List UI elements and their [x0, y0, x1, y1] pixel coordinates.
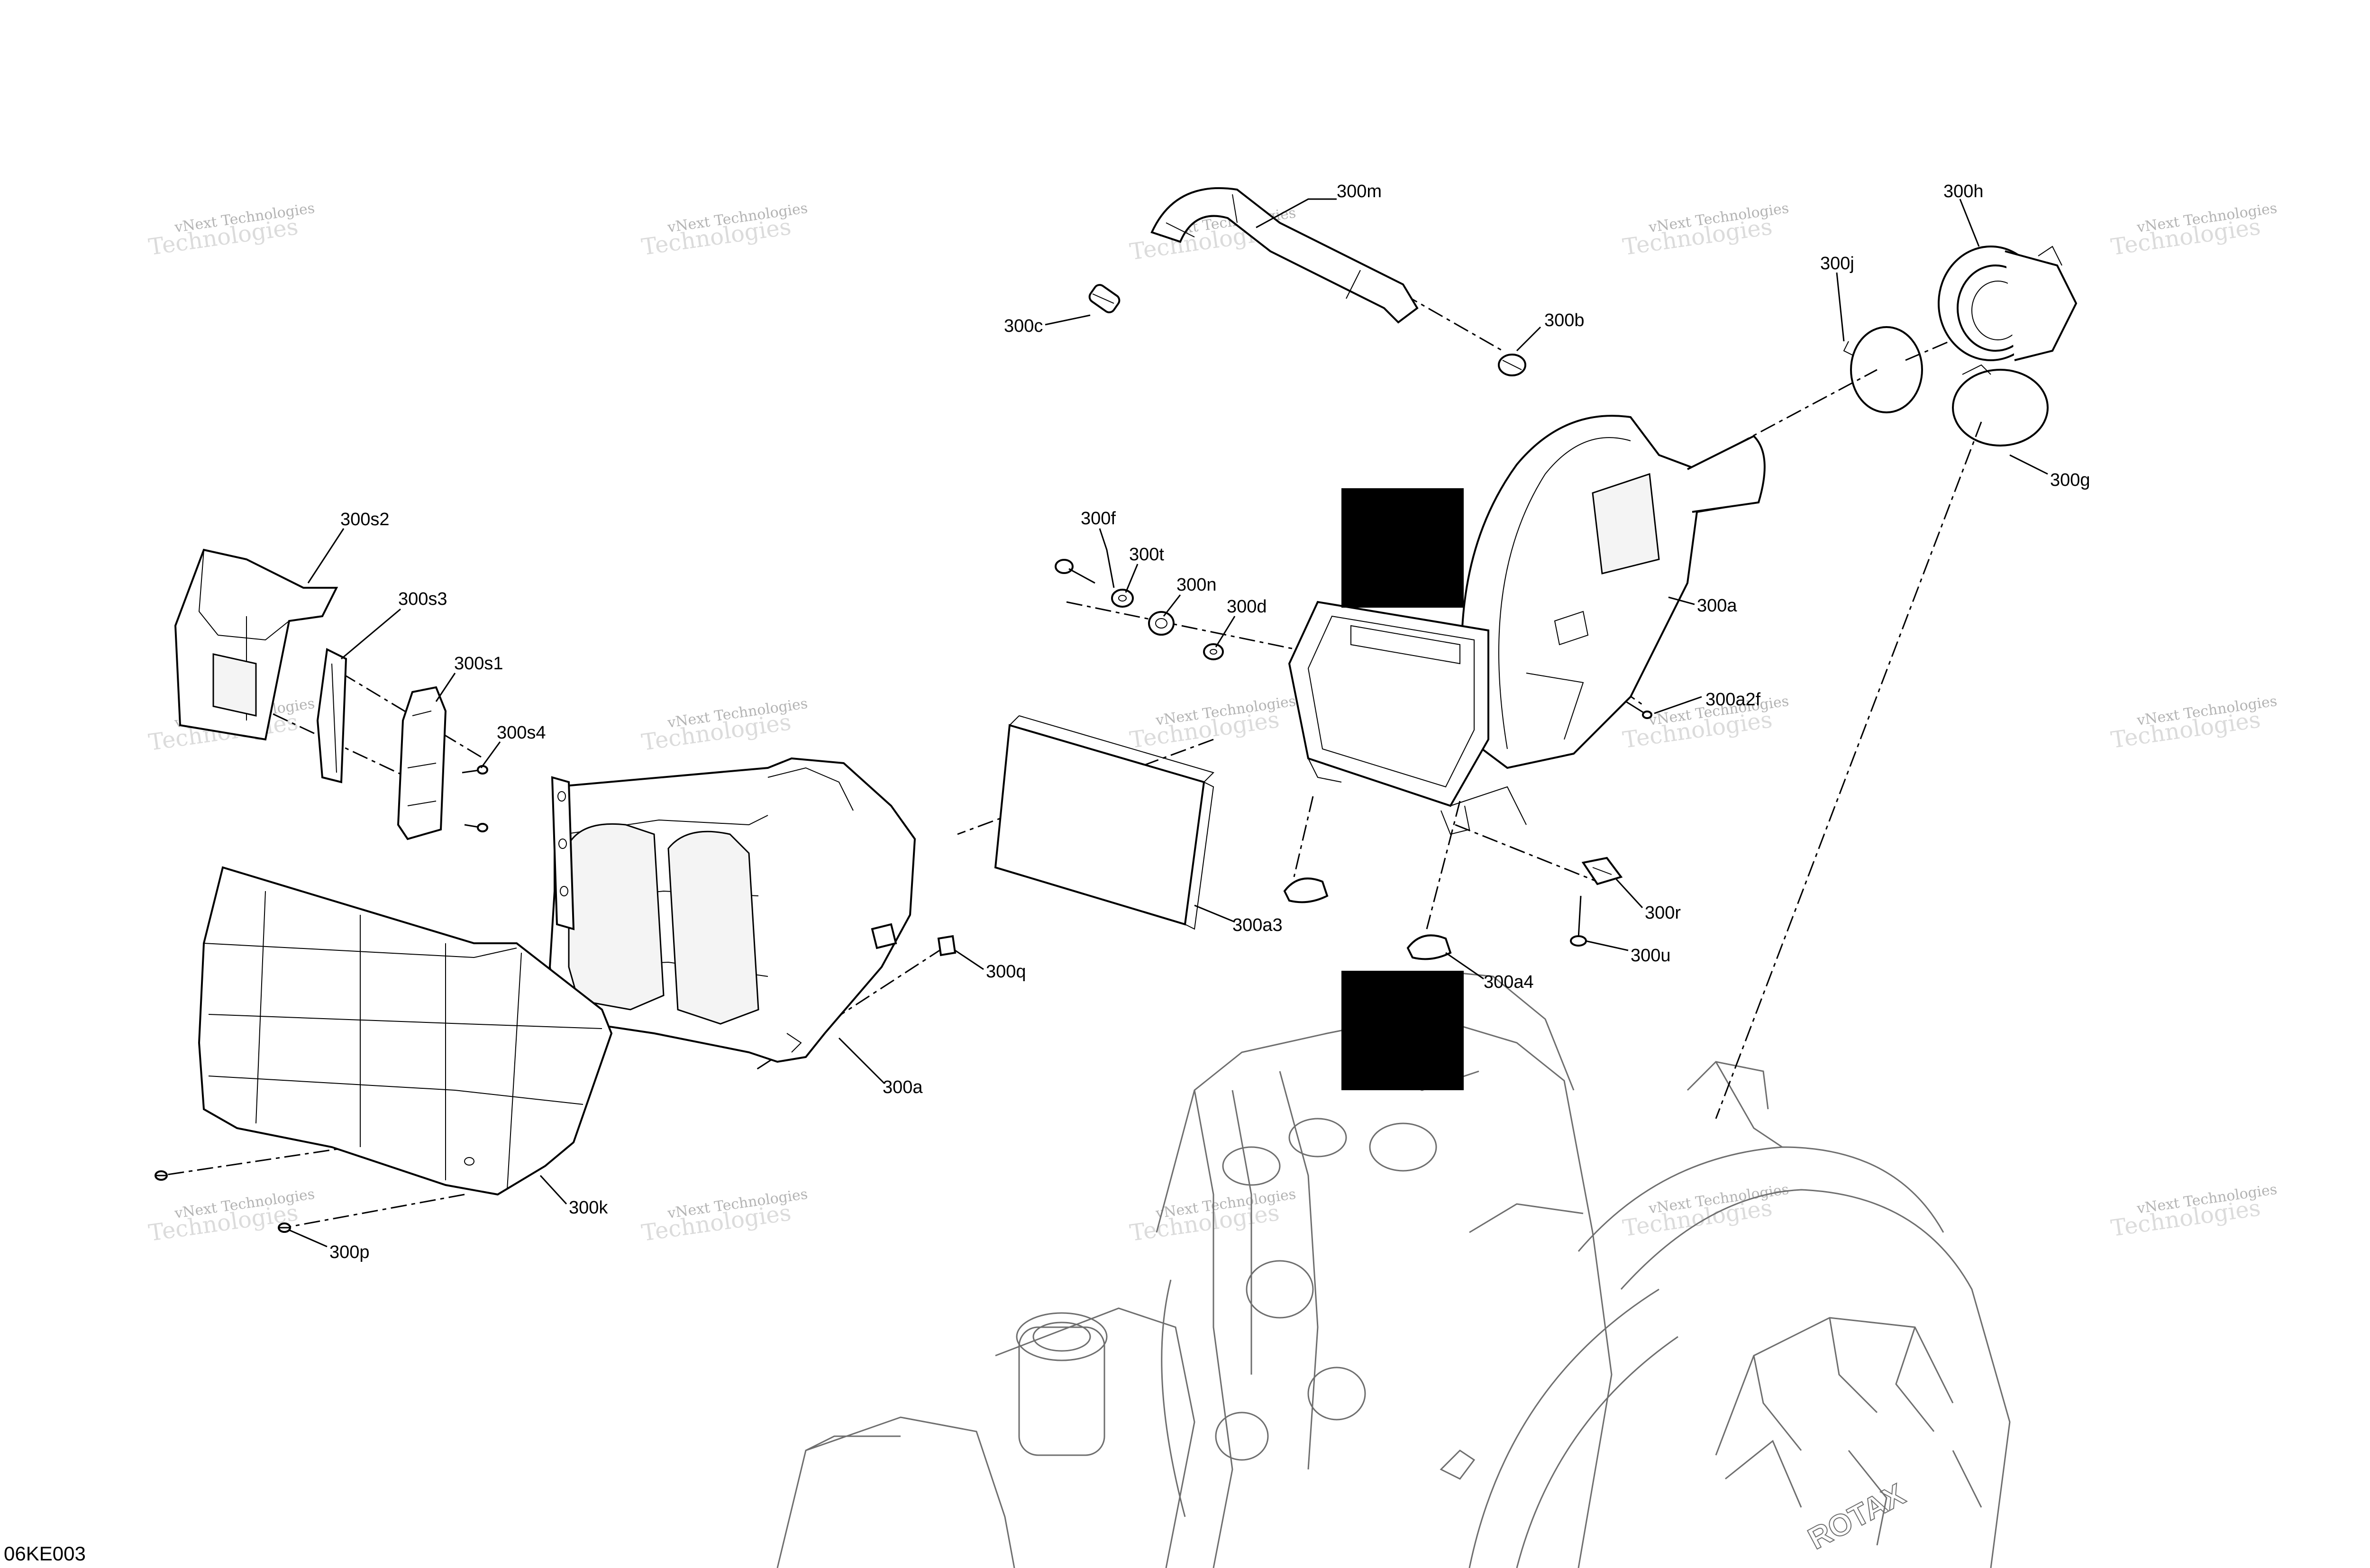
screw-300s4-lower — [464, 823, 488, 832]
cover-300k — [198, 866, 613, 1196]
callout-300f: 300f — [1081, 509, 1116, 529]
watermark: Technologies vNext Technologies — [147, 200, 316, 261]
callout-300s2: 300s2 — [340, 510, 390, 529]
cover-300s1 — [397, 686, 447, 840]
hose-300m — [1150, 187, 1419, 324]
clip-300q — [937, 935, 957, 957]
bolt-300u — [1570, 895, 1587, 947]
diagram-code: 06KE003 — [4, 1542, 86, 1565]
clamp-300g — [1952, 364, 2049, 447]
screw-300p-upper — [155, 1170, 168, 1181]
redaction-box-upper — [1341, 488, 1464, 608]
watermark: Technologies vNext Technologies — [1621, 1181, 1790, 1242]
callout-300a2f: 300a2f — [1705, 690, 1761, 710]
watermark: Technologies vNext Technologies — [2109, 693, 2278, 754]
clamp-300b — [1498, 354, 1526, 376]
callout-300s3: 300s3 — [398, 589, 447, 609]
bolt-300f — [1055, 559, 1095, 584]
watermark: Technologies vNext Technologies — [2109, 1181, 2278, 1242]
clamp-300j — [1843, 326, 1923, 413]
gasket-300s3 — [316, 647, 347, 784]
callout-300s4: 300s4 — [497, 723, 546, 743]
callout-300a3: 300a3 — [1232, 915, 1283, 935]
screw-300s4-upper — [462, 765, 488, 775]
callout-300n: 300n — [1176, 575, 1217, 595]
leader-lines — [289, 198, 2048, 1248]
air-filter-300a3 — [994, 715, 1214, 930]
grommet-300n — [1148, 611, 1175, 636]
watermark: Technologies vNext Technologies — [640, 695, 809, 756]
watermark: Technologies vNext Technologies — [2109, 200, 2278, 261]
watermark: Technologies vNext Technologies — [1621, 200, 1790, 261]
airbox-frame — [1288, 601, 1527, 835]
callout-300k: 300k — [569, 1198, 608, 1218]
callout-300b: 300b — [1544, 310, 1585, 330]
throttle-body-300h — [1938, 246, 2078, 361]
sensor-300r — [1581, 857, 1623, 885]
callout-300h: 300h — [1943, 182, 1984, 201]
callout-300a-upper: 300a — [1697, 596, 1737, 616]
watermark: Technologies vNext Technologies — [1128, 693, 1297, 754]
callout-300g: 300g — [2050, 470, 2090, 490]
callout-300u: 300u — [1631, 946, 1671, 966]
screw-300a2f — [1625, 701, 1652, 719]
svg-text:ROTAX: ROTAX — [1803, 1477, 1911, 1556]
callout-300a4: 300a4 — [1484, 972, 1534, 992]
callout-300m: 300m — [1337, 182, 1382, 201]
callout-300t: 300t — [1129, 545, 1164, 565]
callout-300p: 300p — [329, 1242, 370, 1262]
watermark: Technologies vNext Technologies — [640, 200, 809, 261]
watermark: Technologies vNext Technologies — [640, 1186, 809, 1247]
airbox-housing-upper-300a — [1460, 415, 1766, 769]
clip-300a4-right — [1406, 934, 1452, 960]
callout-300r: 300r — [1645, 903, 1681, 923]
watermark: Technologies vNext Technologies — [147, 1186, 316, 1247]
screw-300p-lower — [278, 1222, 291, 1233]
engine-brand-mark: ROTAX — [1802, 1477, 1911, 1557]
redaction-box-lower — [1341, 971, 1464, 1090]
airbox-side-bracket — [551, 776, 575, 930]
callout-300d: 300d — [1227, 597, 1267, 617]
callout-300c: 300c — [1004, 316, 1043, 336]
washer-300t — [1111, 589, 1134, 608]
side-cover-300s2 — [174, 548, 338, 741]
callout-labels: 300m 300h 300j 300c 300b 300g 300f 300t … — [329, 182, 2090, 1262]
callout-300q: 300q — [986, 962, 1026, 982]
callout-300j: 300j — [1820, 254, 1854, 273]
clamp-300c — [1088, 284, 1121, 313]
washer-300d — [1203, 643, 1224, 660]
airbox-housing-lower-300a — [548, 757, 916, 1063]
callout-300a-lower: 300a — [883, 1077, 923, 1097]
clip-300a4-left — [1283, 877, 1329, 903]
callout-300s1: 300s1 — [454, 654, 503, 674]
